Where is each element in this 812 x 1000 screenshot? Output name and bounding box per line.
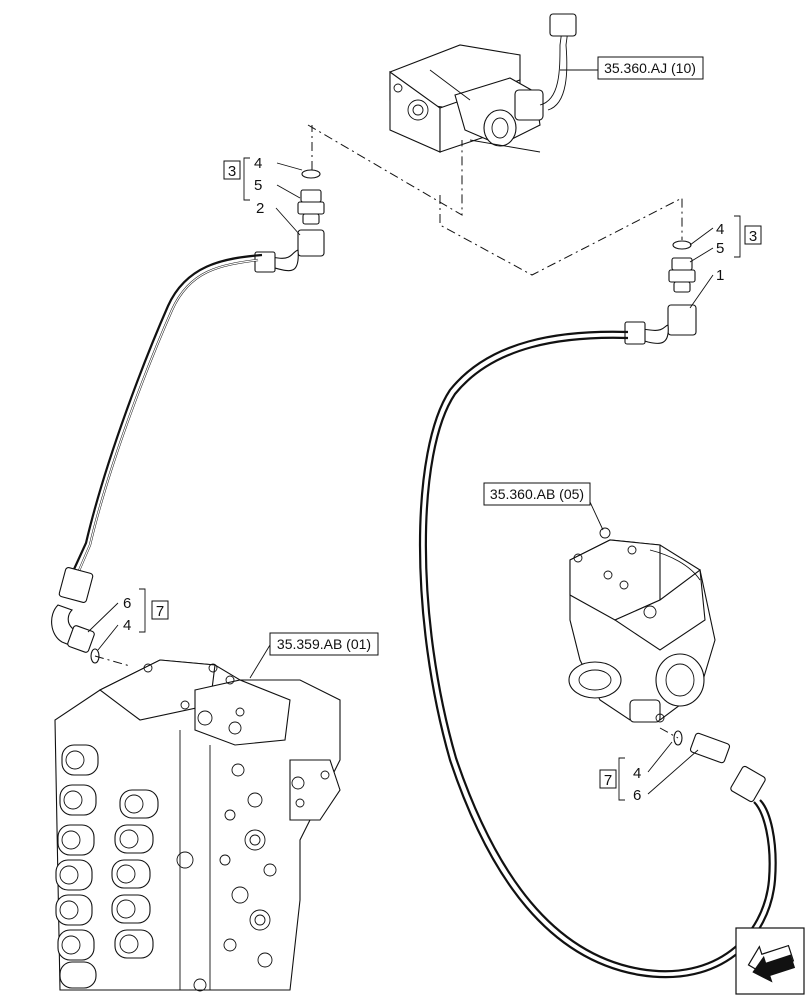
ref-sensor-label[interactable]: 35.360.AJ (10) [604,60,696,76]
oring-left [301,169,321,179]
kit-box-left[interactable] [223,160,241,180]
item-lower-right-oring: 4 [633,765,641,782]
kit-label-left[interactable]: 3 [228,163,236,180]
item-right-oring: 4 [716,221,724,238]
next-page-arrow-icon[interactable] [735,927,805,995]
right-lower-fittings [673,730,766,803]
ref-box-control-valve[interactable] [269,632,379,656]
right-upper-fittings [624,240,697,345]
right-valve [568,527,716,723]
item-left-fitting: 2 [256,200,264,217]
kit-label-lower-right[interactable]: 7 [604,772,612,789]
ref-valve-label[interactable]: 35.360.AB (05) [490,486,584,502]
ref-box-valve[interactable] [483,482,591,506]
item-right-fitting: 1 [716,267,724,284]
kit-box-lower-left[interactable] [151,600,169,620]
ref-box-sensor[interactable] [597,56,704,80]
item-lower-left-elbow: 6 [123,595,131,612]
ref-control-valve-label[interactable]: 35.359.AB (01) [277,636,371,652]
kit-label-right[interactable]: 3 [749,228,757,245]
item-lower-left-oring: 4 [123,617,131,634]
left-lower-fittings [51,567,100,664]
control-valve [54,659,341,992]
route-line-left [307,124,463,216]
oring-right [672,240,692,250]
item-lower-right-elbow: 6 [633,787,641,804]
kit-box-right[interactable] [744,225,762,245]
item-right-adapter: 5 [716,240,724,257]
sensor-block [389,13,577,153]
item-left-oring: 4 [254,155,262,172]
left-upper-fittings [254,169,325,273]
right-hose [418,330,777,979]
item-left-adapter: 5 [254,177,262,194]
kit-label-lower-left[interactable]: 7 [156,603,164,620]
leaders [87,69,714,795]
kit-box-lower-right[interactable] [599,769,617,789]
route-line-right [439,195,683,276]
